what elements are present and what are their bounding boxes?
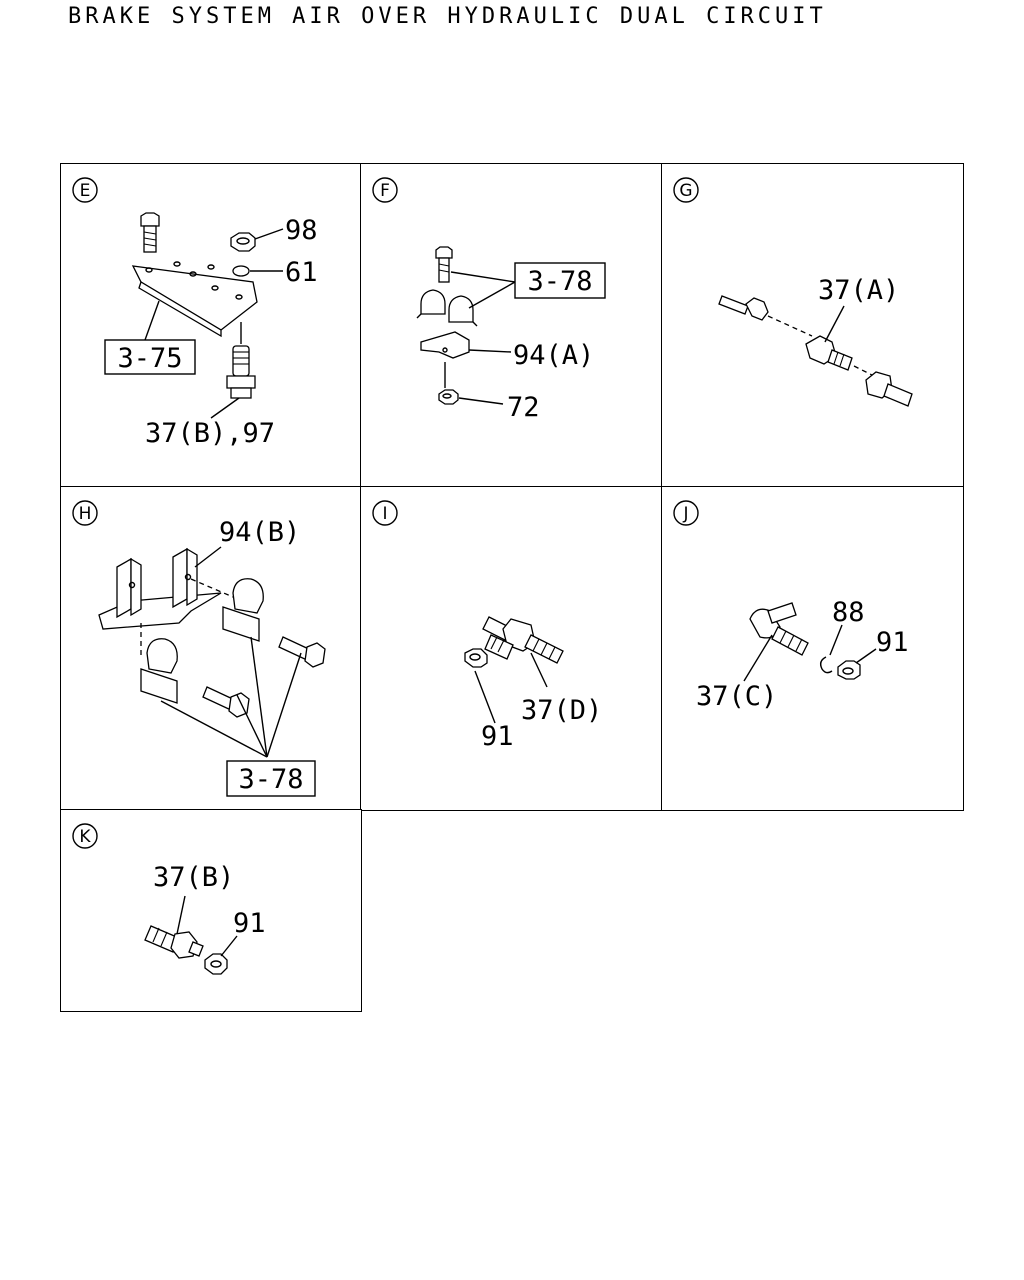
panel-g-drawing: G 37(A) — [673, 177, 913, 407]
fitting-icon — [144, 925, 204, 959]
tee-fitting-icon — [482, 616, 564, 664]
reference-3-75: 3-75 — [117, 343, 182, 374]
panel-e-drawing: E — [72, 177, 318, 449]
label-91: 91 — [876, 627, 909, 658]
reference-3-78: 3-78 — [238, 764, 303, 795]
panel-letter-circle — [72, 500, 98, 526]
bracket-icon — [98, 547, 222, 630]
label-37d: 37(D) — [521, 695, 602, 726]
panel-letter: H — [79, 504, 92, 524]
bolt-icon — [202, 636, 326, 718]
panel-e: E — [60, 163, 362, 488]
nut-icon — [837, 660, 861, 680]
snap-ring-icon — [819, 656, 833, 674]
panel-h: H 94(B) 3-78 — [60, 486, 362, 811]
panel-j: J 88 91 37(C) — [661, 486, 964, 811]
reference-box — [514, 262, 606, 299]
panel-letter: G — [679, 181, 692, 201]
label-88: 88 — [832, 597, 865, 628]
panel-letter-circle — [72, 177, 98, 203]
bolt-icon — [435, 246, 453, 283]
label-94a: 94(A) — [513, 340, 594, 371]
banjo-fitting-icon — [749, 602, 809, 656]
panel-f-drawing: F 3-78 94(A) 72 — [372, 177, 606, 423]
label-37b-97: 37(B),97 — [145, 418, 275, 449]
reference-box — [104, 339, 196, 375]
reference-box — [226, 760, 316, 797]
nut-icon — [464, 648, 488, 668]
label-94b: 94(B) — [219, 517, 300, 548]
bracket-plate-icon — [131, 261, 258, 338]
panel-i-drawing: I 37(D) 91 — [372, 500, 602, 752]
bolt-icon — [140, 212, 160, 253]
clip-icon — [416, 289, 478, 327]
label-98: 98 — [285, 215, 318, 246]
panel-letter: K — [79, 827, 91, 847]
nut-icon — [438, 389, 459, 405]
label-91: 91 — [233, 908, 266, 939]
panel-letter-circle — [372, 500, 398, 526]
panel-letter: I — [382, 504, 387, 524]
label-61: 61 — [285, 257, 318, 288]
panel-letter-circle — [673, 500, 699, 526]
panel-k: K 37(B) 91 — [60, 809, 362, 1012]
brake-pipe-icon — [718, 295, 813, 337]
panel-letter: J — [682, 504, 688, 524]
fitting-icon — [226, 322, 256, 399]
panel-letter: E — [80, 181, 91, 201]
label-91: 91 — [481, 721, 514, 752]
panel-letter-circle — [372, 177, 398, 203]
panel-letter: F — [380, 181, 390, 201]
panel-letter-circle — [673, 177, 699, 203]
reference-3-78: 3-78 — [527, 266, 592, 297]
label-72: 72 — [507, 392, 540, 423]
panel-k-drawing: K 37(B) 91 — [72, 823, 266, 975]
washer-icon — [232, 265, 250, 277]
nut-icon — [230, 232, 256, 252]
panel-g: G 37(A) — [661, 163, 964, 488]
panel-letter-circle — [72, 823, 98, 849]
panel-i: I 37(D) 91 — [360, 486, 663, 811]
fitting-icon — [805, 335, 853, 371]
panel-h-drawing: H 94(B) 3-78 — [72, 500, 326, 797]
diagram-title: BRAKE SYSTEM AIR OVER HYDRAULIC DUAL CIR… — [68, 4, 827, 29]
label-37a: 37(A) — [818, 275, 899, 306]
nut-icon — [204, 953, 228, 975]
hose-end-icon — [865, 371, 913, 407]
label-37b: 37(B) — [153, 862, 234, 893]
bracket-icon — [420, 331, 470, 359]
panel-j-drawing: J 88 91 37(C) — [673, 500, 909, 712]
clip-icon — [140, 578, 264, 704]
panel-f: F 3-78 94(A) 72 — [360, 163, 663, 488]
label-37c: 37(C) — [696, 681, 777, 712]
